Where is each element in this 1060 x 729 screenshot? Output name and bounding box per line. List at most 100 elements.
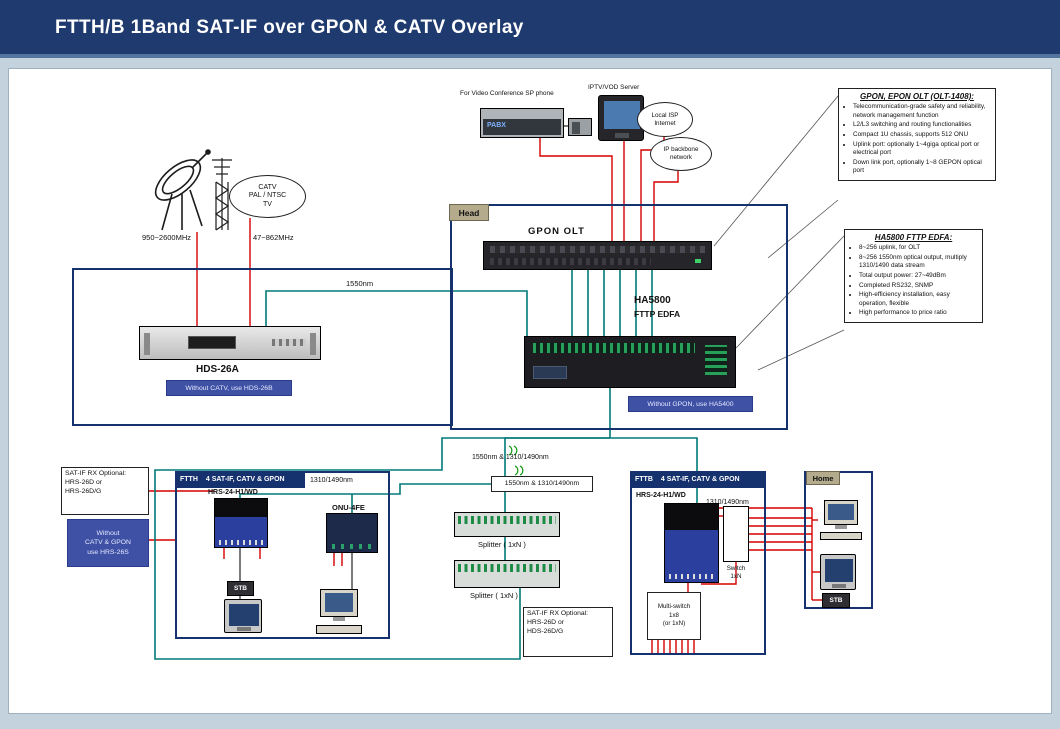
switch-label-line1: Switch [726,565,746,572]
splitter2-ports [458,564,556,572]
iptv-monitor-icon [598,95,644,141]
fttb-tag: FTTB [635,476,653,483]
without-hrs-line3: use HRS-26S [87,548,129,556]
sat-if-optional-right: SAT-IF RX Optional: HRS-26D or HDS-26D/G [523,607,613,657]
pabx-front-panel: PABX [483,119,561,135]
onu-ports [332,544,372,549]
splitter2-device [454,560,560,588]
sat-if-left-line2: HRS-26D or [65,478,103,486]
gpon-olt-label: GPON OLT [528,226,585,237]
sp-phone-handset [572,122,580,134]
hds26a-display [188,336,236,349]
pc-ftth-base [333,617,345,621]
info-bullet: Compact 1U chassis, supports 512 ONU [853,131,990,140]
edfa-device [524,336,736,388]
ftth-header: FTTH 4 SAT-IF, CATV & GPON [175,471,305,488]
fttb-header-text: 4 SAT-IF, CATV & GPON [660,476,740,483]
info-bullet: Completed RS232, SNMP [859,282,977,291]
hrs-ftth-top-panel [215,499,267,517]
edfa-info-box: HA5800 FTTP EDFA: 8~256 uplink, for OLT … [844,229,983,324]
satellite-dish-icon [154,149,211,231]
iptv-server-label: IPTV/VOD Server [588,84,640,91]
hrs-ftth-device [214,498,268,548]
splitter1-ports [458,516,556,524]
multiswitch-line2: 1x8 [669,611,679,619]
tv-ftth-screen [229,604,259,626]
tv-ftth-stand [237,627,251,631]
home-tag: Home [806,471,840,485]
without-catv-label: Without CATV, use HDS-26B [166,380,292,396]
pc-ftth-keyboard [316,625,362,634]
fttb-header: FTTB 4 SAT-IF, CATV & GPON [630,471,766,488]
pc-home-monitor [824,500,858,525]
pabx-label: PABX [487,122,506,129]
stb-home: STB [822,593,850,608]
wavelength-combined-label-1: 1550nm & 1310/1490nm [472,454,549,461]
hds26a-rack-ear-left [144,333,150,355]
tv-home-icon [820,554,856,590]
info-bullet: 8~256 uplink, for OLT [859,244,977,253]
multiswitch-line3: (or 1xN) [662,620,686,628]
tv-home-stand [832,584,846,588]
sp-phone-device [568,118,592,136]
sat-if-optional-left: SAT-IF RX Optional: HRS-26D or HRS-26D/G [61,467,149,515]
ftth-tag: FTTH [180,476,198,483]
fttb-wavelength-label: 1310/1490nm [706,499,749,506]
info-bullet: High-efficiency installation, easy opera… [859,291,977,308]
olt-port-row [490,246,705,253]
title-bar: FTTH/B 1Band SAT-IF over GPON & CATV Ove… [0,0,1060,58]
pc-ftth-monitor [320,589,358,617]
info-bullet: Total output power: 27~49dBm [859,272,977,281]
without-gpon-label: Without GPON, use HA5400 [628,396,753,412]
satellite-frequency-label: 950~2600MHz [142,233,191,242]
multiswitch-box: Multi-switch 1x8 (or 1xN) [647,592,701,640]
antenna-icon [212,158,232,231]
splitter1-label: Splitter ( 1xN ) [478,540,526,549]
ftth-wavelength-label: 1310/1490nm [310,477,353,484]
pc-home-base [835,525,847,529]
pc-home-screen [828,504,854,520]
hrs-fttb-top-panel [665,504,718,530]
head-box [450,204,788,430]
edfa-info-list: 8~256 uplink, for OLT 8~256 1550nm optic… [850,244,977,318]
edfa-sub-label: FTTP EDFA [634,309,681,319]
edfa-side-ports [705,345,727,375]
info-bullet: 8~256 1550nm optical output, multiply 13… [859,254,977,271]
antenna-frequency-label: 47~862MHz [253,233,294,242]
ip-backbone-line2: network [669,154,693,161]
info-bullet: High performance to price ratio [859,309,977,318]
sat-if-right-line2: HRS-26D or [527,618,565,626]
pabx-device: PABX [480,108,564,138]
pc-ftth-screen [325,593,353,612]
without-hrs-line2: CATV & GPON [85,539,131,547]
local-isp-line2: Internet [654,119,676,127]
page-title: FTTH/B 1Band SAT-IF over GPON & CATV Ove… [55,17,524,38]
tv-ftth-icon [224,599,262,633]
fiber-connector-icon [508,445,524,476]
edfa-info-title: HA5800 FTTP EDFA: [874,233,953,242]
local-isp-line1: Local ISP [651,111,679,119]
hrs-fttb-connectors [669,574,714,579]
sat-if-left-line3: HRS-26D/G [65,487,102,495]
video-conference-label: For Video Conference SP phone [460,90,554,97]
iptv-monitor-stand [615,133,629,138]
info-bullet: Uplink port: optionally 1~4giga optical … [853,141,990,158]
ip-backbone-line1: IP backbone [663,146,699,154]
hrs-fttb-device [664,503,719,583]
info-bullet: Down link port, optionally 1~8 GEPON opt… [853,159,990,176]
iptv-monitor-screen [604,101,640,129]
pc-ftth-icon [314,589,366,639]
local-isp-bubble: Local ISP Internet [637,102,693,137]
without-hrs-line1: Without [96,529,120,537]
catv-headend-box [72,268,453,426]
callout-lines [713,95,845,371]
olt-info-box: GPON, EPON OLT (OLT-1408): Telecommunica… [838,88,996,182]
switch-label: Switch 1xN [718,565,754,581]
ftth-header-text: 4 SAT-IF, CATV & GPON [205,476,285,483]
hds26a-buttons [272,339,306,346]
onu-label: ONU-4FE [332,503,365,512]
edfa-name-label: HA5800 [634,295,671,306]
info-bullet: L2/L3 switching and routing functionalit… [853,121,990,130]
pc-home-keyboard [820,532,862,540]
